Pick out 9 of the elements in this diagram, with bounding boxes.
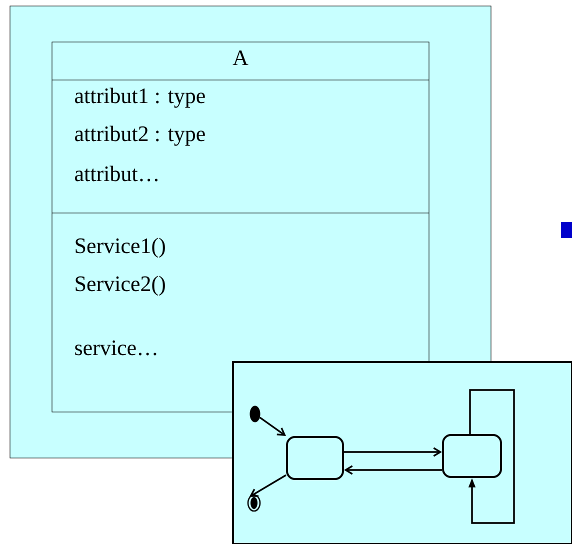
arrow bbox=[259, 416, 286, 436]
arrow bbox=[344, 465, 442, 475]
final-state-dot bbox=[247, 494, 261, 512]
state-box bbox=[286, 436, 344, 480]
arrow bbox=[344, 447, 442, 457]
arrow bbox=[468, 389, 515, 524]
initial-state-dot bbox=[250, 406, 260, 422]
state-box bbox=[442, 434, 502, 478]
arrow bbox=[249, 474, 286, 497]
